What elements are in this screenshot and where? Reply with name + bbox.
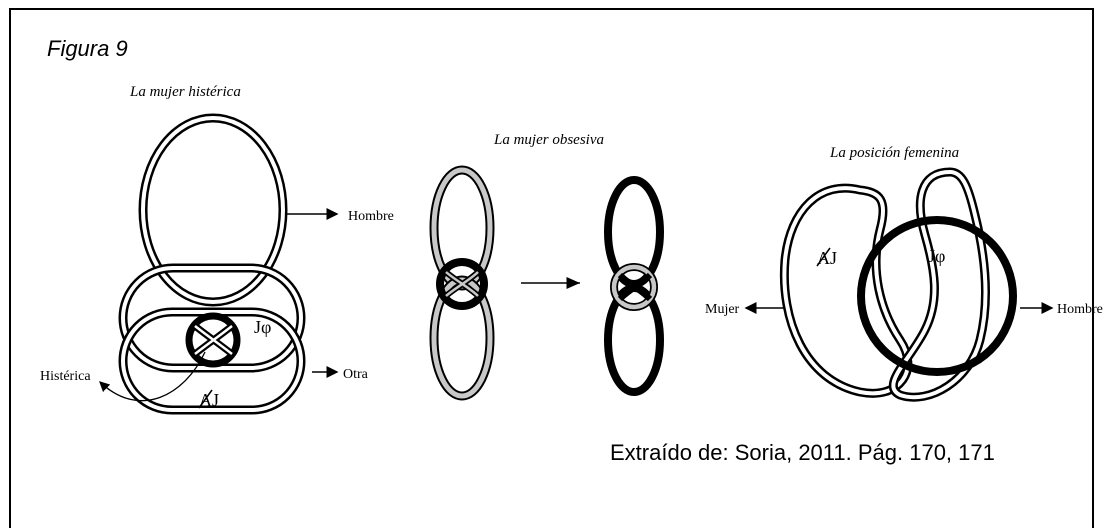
bar-stroke-left — [198, 389, 213, 409]
label-barred-a-j-left: AJ — [199, 390, 219, 410]
feminine-knot: Mujer Hombre AJ Jφ — [705, 167, 1103, 402]
knot-diagrams: Hombre Jφ Otra Histérica AJ — [40, 113, 1103, 415]
obsessive-knot-2 — [604, 176, 664, 396]
source-credit: Extraído de: Soria, 2011. Pág. 170, 171 — [610, 440, 995, 465]
title-feminine: La posición femenina — [830, 145, 960, 161]
title-obsessive: La mujer obsesiva — [494, 132, 604, 148]
arrow-histerica — [99, 351, 206, 402]
hysterical-top-ring — [138, 113, 288, 307]
obsessive-knot-1 — [429, 165, 495, 401]
feminine-aj-loop — [779, 183, 913, 398]
figure-label: Figura 9 — [47, 36, 128, 61]
hysterical-knot: Hombre Jφ Otra Histérica AJ — [40, 113, 394, 415]
obsessive-1-black-ring — [436, 258, 488, 310]
bar-stroke-right — [816, 247, 831, 267]
label-hombre-right: Hombre — [1057, 302, 1103, 317]
label-mujer: Mujer — [705, 302, 740, 317]
obsessive-2-gray-ring — [610, 263, 658, 311]
hysterical-bottom-oval — [118, 307, 306, 415]
title-hysterical: La mujer histérica — [130, 84, 241, 100]
feminine-hombre-ring — [857, 216, 1017, 376]
label-hombre-left: Hombre — [348, 209, 394, 224]
hysterical-middle-oval — [118, 263, 306, 373]
label-j-phi-left: Jφ — [254, 317, 271, 337]
label-otra: Otra — [343, 367, 369, 382]
obsessive-1-bottom-ring — [429, 275, 495, 401]
label-histerica: Histérica — [40, 369, 91, 384]
hysterical-center-ring — [185, 312, 241, 368]
label-barred-a-j-right: AJ — [817, 248, 837, 268]
figure-frame — [9, 8, 1094, 528]
label-j-phi-right: Jφ — [928, 246, 945, 266]
